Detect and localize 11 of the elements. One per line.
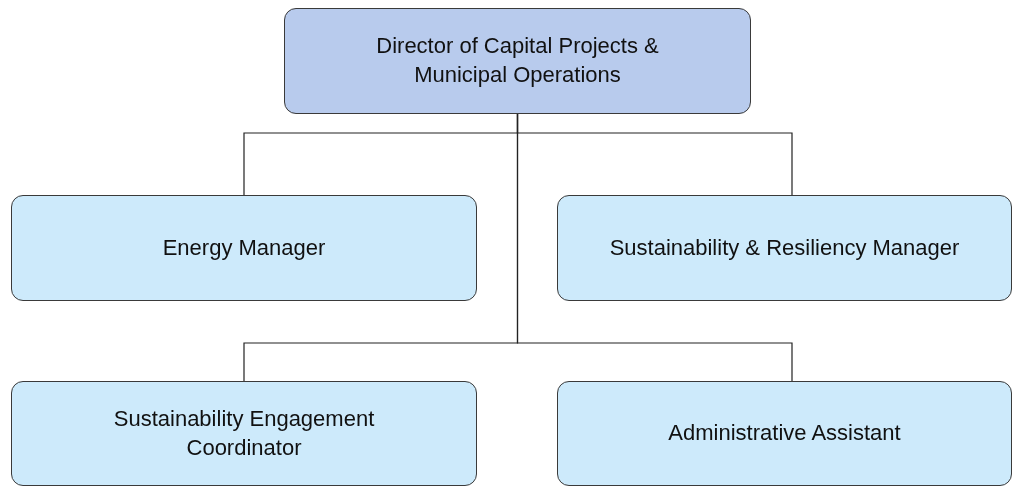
connector-line bbox=[516, 113, 793, 382]
position-box bbox=[557, 381, 1012, 486]
position-box bbox=[557, 195, 1012, 301]
job-title: Sustainability & Resiliency Manager bbox=[609, 233, 960, 262]
job-title: Administrative Assistant bbox=[668, 419, 901, 448]
position-box bbox=[11, 381, 477, 486]
position-box bbox=[284, 8, 751, 114]
job-title: Energy Manager bbox=[162, 233, 326, 262]
job-title: Sustainability Engagement Coordinator bbox=[112, 404, 376, 462]
position-box bbox=[11, 195, 477, 301]
job-title: Director of Capital Projects & Municipal Operations bbox=[375, 32, 660, 89]
